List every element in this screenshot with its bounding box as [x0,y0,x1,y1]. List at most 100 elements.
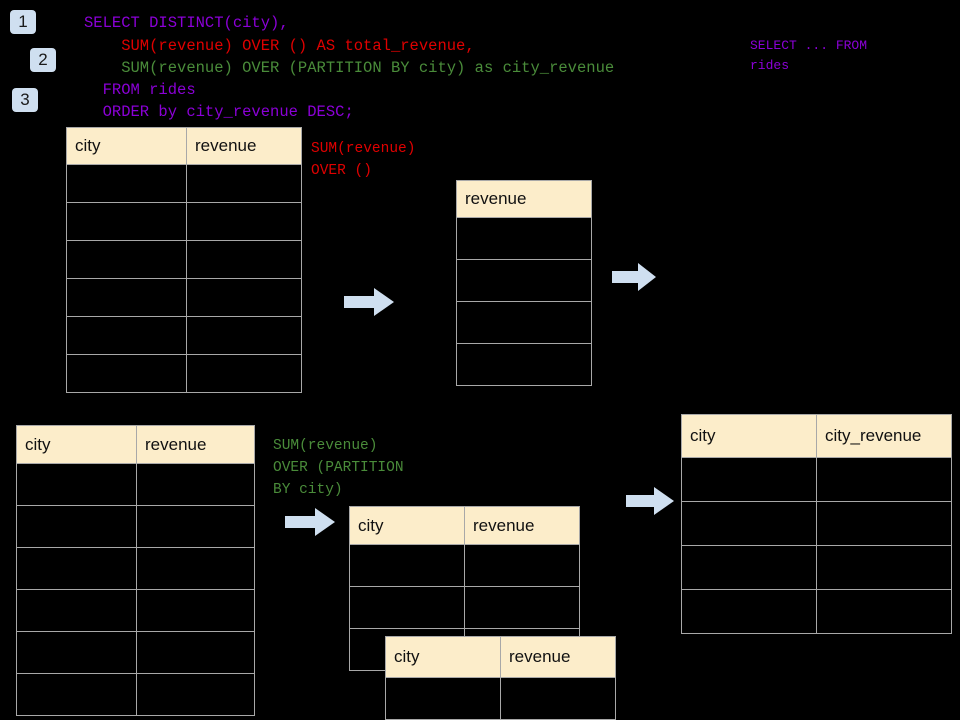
cell-city [16,631,137,674]
column-header-city: city [16,425,137,464]
table-header-row: city revenue [16,425,255,464]
table-row [349,586,580,629]
cell-city-revenue [816,457,952,502]
table-row [385,677,616,720]
column-header-revenue: revenue [456,180,592,218]
table-row [66,164,302,203]
cell-city [681,457,817,502]
table-row [16,463,255,506]
table-row [66,354,302,393]
cell-revenue [186,278,302,317]
table-row [456,301,592,344]
table-row [66,316,302,355]
table-row [16,505,255,548]
table-header-row: city revenue [385,636,616,678]
table-row [349,544,580,587]
query-line-select: SELECT DISTINCT(city), [84,14,289,32]
column-header-city: city [66,127,187,165]
column-header-city: city [349,506,465,545]
table-row [16,547,255,590]
column-header-revenue: revenue [186,127,302,165]
cell-city [16,673,137,716]
annotation-sum-over-partition: SUM(revenue) OVER (PARTITION BY city) [273,438,404,498]
cell-city [66,240,187,279]
cell-city [66,278,187,317]
table-header-row: city revenue [66,127,302,165]
partition-group-table-b: city revenue [385,636,616,720]
cell-revenue [136,631,255,674]
arrow-rides-to-partition-icon [285,508,335,536]
cell-revenue [186,202,302,241]
cell-revenue [136,673,255,716]
table-header-row: revenue [456,180,592,218]
cell-city [16,547,137,590]
table-row [16,673,255,716]
table-row [66,202,302,241]
cell-city [66,354,187,393]
query-line-order-by: ORDER by city_revenue DESC; [84,103,354,121]
step-badge-1: 1 [10,10,36,34]
step-badge-2: 2 [30,48,56,72]
column-header-city: city [681,414,817,458]
column-header-revenue: revenue [136,425,255,464]
cell-city-revenue [816,501,952,546]
table-row [16,631,255,674]
cell-revenue [186,354,302,393]
annotation-sum-over-empty: SUM(revenue) OVER () [311,141,416,179]
table-row [681,501,952,546]
table-row [681,545,952,590]
step-badge-3: 3 [12,88,38,112]
arrow-revenue-to-result-icon [612,263,656,291]
rides-source-table-bottom: city revenue [16,425,255,716]
cell-city [385,677,501,720]
city-revenue-result-table: city city_revenue [681,414,952,634]
cell-revenue [186,316,302,355]
cell-city [681,545,817,590]
table-row [16,589,255,632]
cell-city [16,589,137,632]
cell-city [681,501,817,546]
total-revenue-table: revenue [456,180,592,386]
table-row [66,240,302,279]
cell-revenue [464,544,580,587]
cell-city [16,463,137,506]
cell-city [66,164,187,203]
table-row [456,259,592,302]
arrow-rides-to-revenue-icon [344,288,394,316]
cell-city [349,586,465,629]
table-row [66,278,302,317]
cell-revenue [136,589,255,632]
arrow-partition-to-result-icon [626,487,674,515]
cell-revenue [456,343,592,386]
cell-revenue [456,217,592,260]
cell-city-revenue [816,545,952,590]
cell-city [66,202,187,241]
rides-source-table-top: city revenue [66,127,302,393]
cell-revenue [500,677,616,720]
query-line-sum-over-empty: SUM(revenue) OVER () AS total_revenue, [84,37,475,55]
cell-revenue [186,164,302,203]
column-header-revenue: revenue [464,506,580,545]
cell-revenue [456,259,592,302]
cell-revenue [456,301,592,344]
table-row [681,589,952,634]
annotation-select-from-rides: SELECT ... FROM rides [750,38,868,73]
table-row [681,457,952,502]
cell-revenue [136,505,255,548]
cell-city [681,589,817,634]
cell-revenue [464,586,580,629]
cell-city [16,505,137,548]
table-header-row: city revenue [349,506,580,545]
table-row [456,217,592,260]
column-header-city-revenue: city_revenue [816,414,952,458]
column-header-city: city [385,636,501,678]
cell-city [349,544,465,587]
table-row [456,343,592,386]
cell-city-revenue [816,589,952,634]
column-header-revenue: revenue [500,636,616,678]
cell-city [66,316,187,355]
query-line-from: FROM rides [84,81,196,99]
cell-revenue [136,547,255,590]
query-line-sum-over-partition: SUM(revenue) OVER (PARTITION BY city) as… [84,59,615,77]
